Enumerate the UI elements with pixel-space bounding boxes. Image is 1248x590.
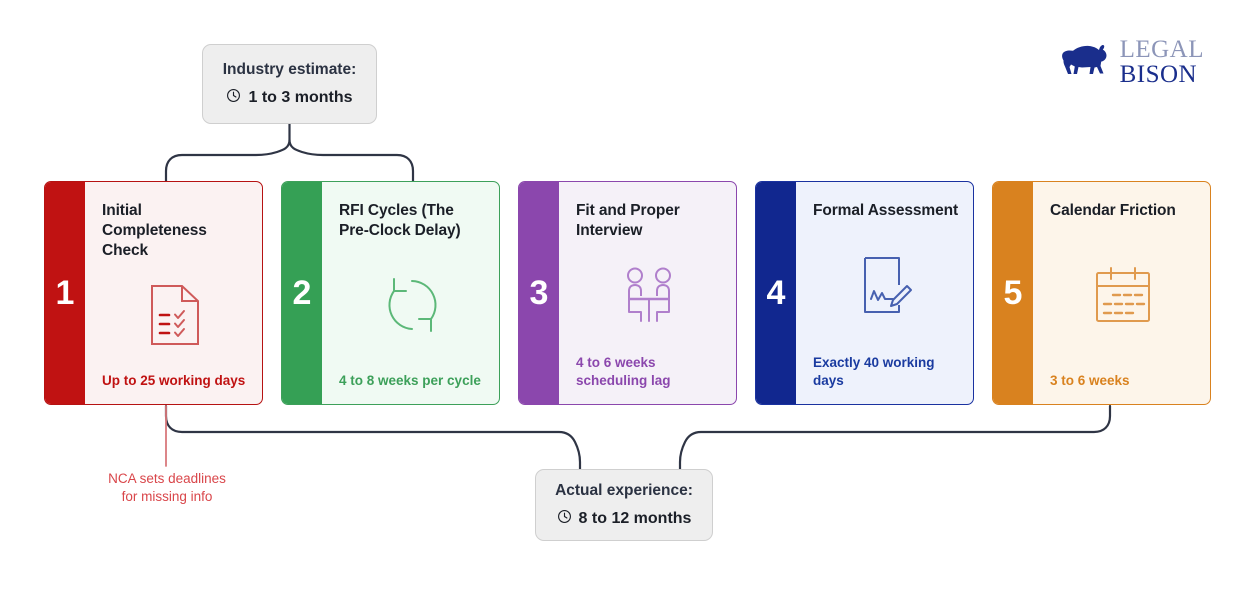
step-5-duration: 3 to 6 weeks [1050, 373, 1130, 389]
callout-actual-experience: Actual experience: 8 to 12 months [535, 469, 713, 541]
callout-top-value-row: 1 to 3 months [226, 88, 353, 108]
brand-name-line2: BISON [1119, 60, 1198, 88]
step-1-number: 1 [55, 274, 75, 312]
footnote-line-2: for missing info [121, 489, 213, 505]
bison-icon [1057, 40, 1113, 85]
brand-name-line1: LEGAL [1119, 36, 1204, 63]
callout-bottom-label: Actual experience: [555, 481, 693, 499]
footnote-line-1: NCA sets deadlines [108, 471, 226, 486]
callout-bottom-value: 8 to 12 months [578, 509, 692, 527]
step-5-title: Calendar Friction [1050, 202, 1176, 219]
step-3-duration: 4 to 6 weeks scheduling lag [576, 355, 671, 389]
step-5-body: Calendar Friction 3 to 6 weeks [1033, 182, 1210, 404]
process-steps: 1 Initial Completeness Check Up to 25 wo… [44, 181, 1211, 405]
step-5-number-bar: 5 [993, 182, 1033, 404]
document-checklist-icon [102, 261, 248, 372]
interview-people-icon [576, 241, 722, 354]
brand-logo: LEGAL BISON [1057, 36, 1204, 88]
step-3-number: 3 [529, 274, 549, 312]
step-card-3[interactable]: 3 Fit and Proper Interview 4 to 6 weeks [518, 181, 737, 405]
calendar-icon [1050, 221, 1196, 372]
clock-icon [226, 88, 241, 108]
step-1-body: Initial Completeness Check Up to 25 work… [85, 182, 262, 404]
step-2-body: RFI Cycles (The Pre-Clock Delay) 4 to 8 … [322, 182, 499, 404]
step-5-number: 5 [1003, 274, 1023, 312]
clock-icon [557, 509, 572, 529]
step-card-5[interactable]: 5 Calendar Friction 3 to 6 weeks [992, 181, 1211, 405]
step-card-1[interactable]: 1 Initial Completeness Check Up to 25 wo… [44, 181, 263, 405]
footnote-nca-deadlines: NCA sets deadlines for missing info [72, 470, 262, 506]
signature-document-icon [813, 221, 959, 354]
callout-bottom-value-row: 8 to 12 months [557, 509, 692, 529]
callout-top-value: 1 to 3 months [248, 88, 353, 106]
step-1-number-bar: 1 [45, 182, 85, 404]
step-1-duration: Up to 25 working days [102, 373, 246, 389]
step-1-title: Initial Completeness Check [102, 202, 207, 259]
step-card-2[interactable]: 2 RFI Cycles (The Pre-Clock Delay) 4 to … [281, 181, 500, 405]
step-3-number-bar: 3 [519, 182, 559, 404]
refresh-cycle-icon [339, 241, 485, 372]
step-4-number-bar: 4 [756, 182, 796, 404]
step-4-title: Formal Assessment [813, 202, 959, 219]
step-4-number: 4 [766, 274, 786, 312]
step-3-title: Fit and Proper Interview [576, 202, 680, 239]
step-4-duration: Exactly 40 working days [813, 355, 935, 389]
step-2-duration: 4 to 8 weeks per cycle [339, 373, 481, 389]
callout-top-label: Industry estimate: [222, 60, 357, 78]
step-3-body: Fit and Proper Interview 4 to 6 weeks sc… [559, 182, 736, 404]
step-2-number-bar: 2 [282, 182, 322, 404]
brand-wordmark: LEGAL BISON [1119, 36, 1204, 88]
step-4-body: Formal Assessment Exactly 40 working day… [796, 182, 973, 404]
step-2-number: 2 [292, 274, 312, 312]
callout-industry-estimate: Industry estimate: 1 to 3 months [202, 44, 377, 124]
step-2-title: RFI Cycles (The Pre-Clock Delay) [339, 202, 461, 239]
step-card-4[interactable]: 4 Formal Assessment Exactly 40 working d… [755, 181, 974, 405]
